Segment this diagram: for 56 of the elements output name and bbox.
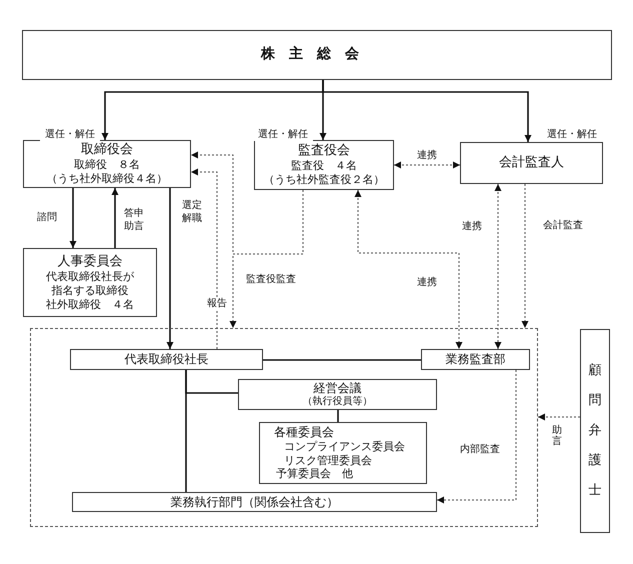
box-title: 業務監査部 <box>446 352 506 367</box>
box-text: （執行役員等） <box>302 396 372 408</box>
org-box <box>23 140 191 188</box>
arrow <box>230 190 304 328</box>
box-text: 予算委員会 他 <box>276 467 353 482</box>
box-title: 代表取締役社長 <box>124 352 208 367</box>
org-box <box>70 349 263 370</box>
box-text: 社外取締役 ４名 <box>46 298 134 312</box>
arrow <box>190 168 218 350</box>
arrow <box>354 190 462 350</box>
org-box <box>259 422 427 484</box>
box-title: 株主総会 <box>261 46 373 64</box>
edge-label: 選任・解任 <box>253 128 313 141</box>
connector-line <box>185 370 187 492</box>
org-box <box>238 379 437 410</box>
edge-label: 助言 <box>551 425 563 447</box>
arrow <box>538 414 580 420</box>
box-text: コンプライアンス委員会 <box>284 440 405 454</box>
edge-label: 報告 <box>204 297 230 310</box>
box-text: リスク管理委員会 <box>284 454 372 468</box>
arrow <box>394 162 460 168</box>
org-box <box>254 140 394 190</box>
vertical-box <box>580 329 610 533</box>
edge-label: 選定解職 <box>180 199 204 225</box>
box-title: 各種委員会 <box>274 424 334 440</box>
arrow <box>436 370 516 504</box>
edge-label: 答申助言 <box>122 207 146 233</box>
box-text: 監査役 ４名 <box>291 159 357 174</box>
connector-line <box>337 410 339 422</box>
edge-label: 選任・解任 <box>40 128 100 141</box>
org-box <box>421 349 530 370</box>
org-box <box>460 142 603 184</box>
arrow <box>112 188 118 248</box>
box-title: 業務執行部門（関係会社含む） <box>170 494 338 510</box>
box-title: 監査役会 <box>298 143 350 160</box>
org-box <box>23 248 157 317</box>
box-title: 人事委員会 <box>58 254 122 270</box>
arrow <box>494 184 502 350</box>
box-title: 会計監査人 <box>499 154 564 172</box>
arrow <box>522 184 528 328</box>
arrow <box>70 188 76 248</box>
box-text: 指名する取締役 <box>52 284 128 298</box>
arrow <box>322 80 532 142</box>
box-text: （うち社外取締役４名） <box>46 172 168 186</box>
dashed-group-frame <box>30 328 538 527</box>
edge-label: 諮問 <box>35 211 59 224</box>
box-text: 代表取締役社長が <box>46 270 134 284</box>
box-text: 取締役 ８名 <box>74 158 140 172</box>
connector-line <box>263 359 421 361</box>
box-text: （うち社外監査役２名） <box>264 173 384 187</box>
org-box <box>72 492 437 512</box>
box-title: 顧問弁護士 <box>588 362 602 500</box>
org-box <box>22 30 612 80</box>
box-title: 取締役会 <box>81 142 133 158</box>
arrow <box>166 188 174 349</box>
box-title: 経営会議 <box>314 380 362 396</box>
